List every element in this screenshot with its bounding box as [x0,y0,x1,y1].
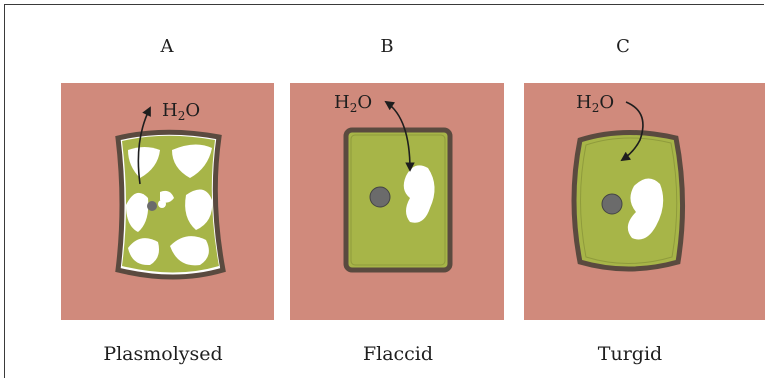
plasmolysed-cell [118,108,223,277]
nucleus [602,194,622,214]
nucleus [147,201,157,211]
nucleus-highlight [158,200,166,208]
panel-letter-c: C [616,36,630,57]
cell-wall [574,132,683,269]
cell-wall [346,130,450,270]
caption-plasmolysed: Plasmolysed [103,343,222,365]
caption-flaccid: Flaccid [363,343,433,365]
caption-turgid: Turgid [598,343,662,365]
nucleus [370,187,390,207]
panel-letter-a: A [160,36,175,57]
panel-letter-b: B [380,36,393,57]
